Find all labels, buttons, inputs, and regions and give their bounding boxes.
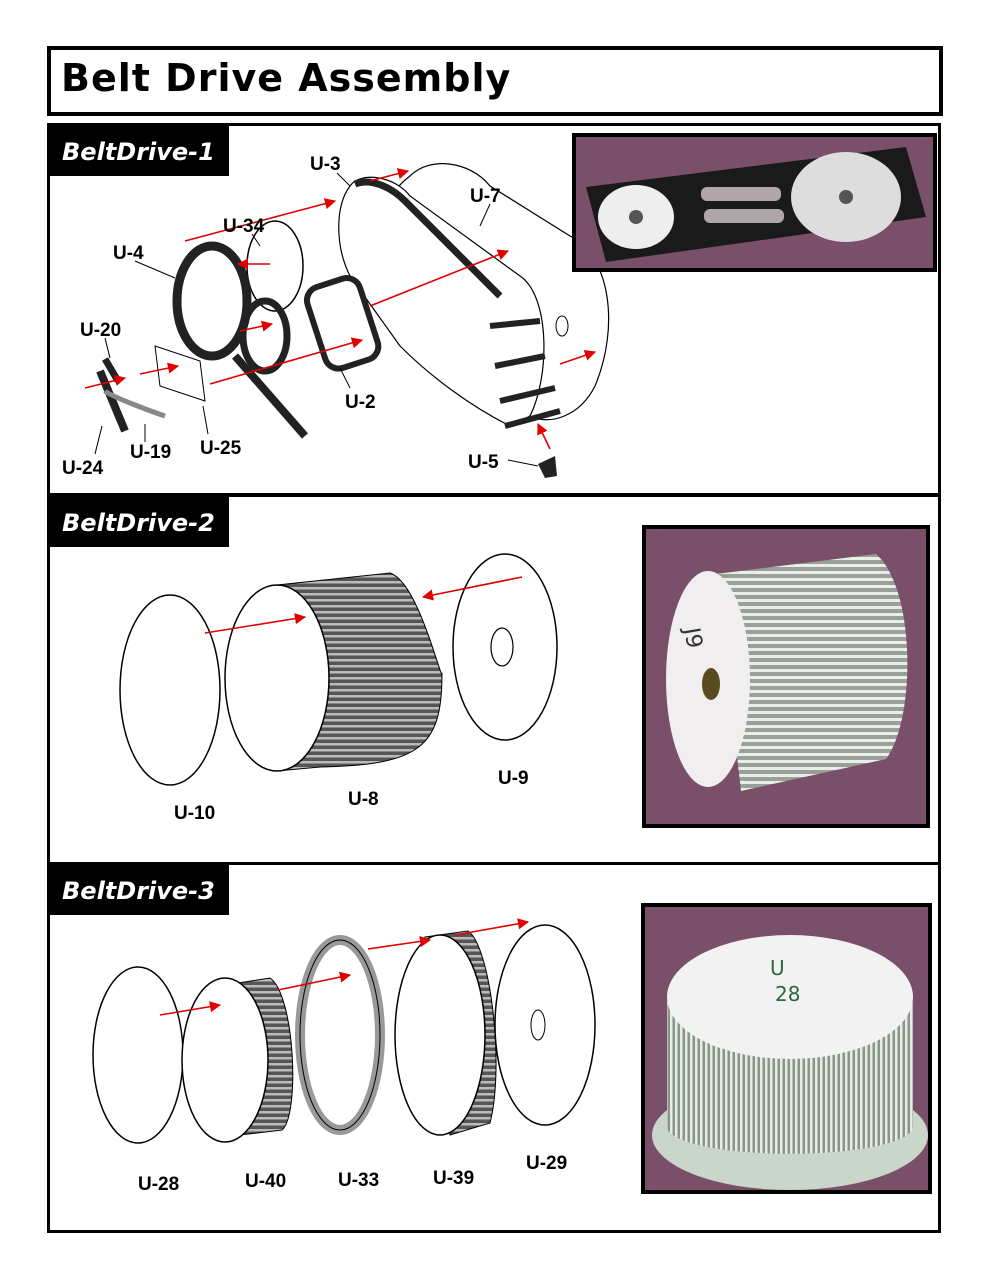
u4-small-ring: [239, 297, 291, 375]
label-u9: U-9: [498, 768, 529, 789]
u9-hole: [490, 627, 514, 667]
u29-hole: [530, 1009, 546, 1041]
u4-arm: [231, 353, 309, 439]
label-u2: U-2: [345, 392, 376, 413]
section-label-beltdrive-3: BeltDrive-3: [50, 865, 229, 915]
u33-ring-outline: [299, 939, 381, 1131]
label-u39: U-39: [433, 1168, 474, 1189]
u39-face: [394, 934, 486, 1136]
panel-beltdrive-3: U-28 U-40 U-33 U-39 U-29 BeltDrive-3 U 2…: [47, 862, 941, 1233]
title-box: Belt Drive Assembly: [47, 46, 943, 116]
panel-beltdrive-1: U-3 U-7 U-34 U-4 U-20 U-2 U-25 U-19 U-24…: [47, 123, 941, 496]
label-u10: U-10: [174, 803, 215, 824]
u33-ring: [295, 935, 385, 1135]
u3-ribs: [489, 318, 561, 429]
u7-hole: [555, 315, 569, 337]
section-label-beltdrive-2: BeltDrive-2: [50, 497, 229, 547]
photo-beltdrive-1: [572, 133, 937, 272]
label-u5: U-5: [468, 452, 499, 473]
section-label-beltdrive-1: BeltDrive-1: [50, 126, 229, 176]
u5-part: [538, 456, 557, 478]
label-u4: U-4: [113, 243, 144, 264]
photo-beltdrive-2: J9: [642, 525, 930, 828]
label-u24: U-24: [62, 458, 104, 479]
u19-part: [103, 388, 166, 419]
label-u28: U-28: [138, 1174, 179, 1195]
photo-marking-28: 28: [775, 982, 800, 1006]
photo-marking-u: U: [770, 956, 785, 980]
u3-edge: [353, 178, 503, 299]
label-u40: U-40: [245, 1171, 286, 1192]
label-u7: U-7: [470, 186, 501, 207]
label-u19: U-19: [130, 442, 171, 463]
u10-disc: [119, 594, 221, 786]
u8-drum-face: [224, 584, 330, 772]
label-u20: U-20: [80, 320, 121, 341]
beltdrive-3-diagram: U-28 U-40 U-33 U-39 U-29: [92, 918, 596, 1195]
u28-disc: [92, 966, 184, 1144]
photo-beltdrive-3: U 28: [641, 903, 932, 1194]
label-u25: U-25: [200, 438, 242, 459]
label-u8: U-8: [348, 789, 379, 810]
label-u29: U-29: [526, 1153, 567, 1174]
label-u33: U-33: [338, 1170, 379, 1191]
u24-part: [96, 369, 129, 433]
u25-part: [154, 345, 206, 402]
label-u3: U-3: [310, 154, 341, 175]
page-title: Belt Drive Assembly: [61, 56, 512, 100]
label-u34: U-34: [223, 216, 265, 237]
panel-beltdrive-2: U-10 U-8 U-9 BeltDrive-2 J9: [47, 494, 941, 865]
u4-ring: [172, 241, 252, 361]
beltdrive-2-diagram: U-10 U-8 U-9: [119, 553, 558, 824]
beltdrive-1-diagram: U-3 U-7 U-34 U-4 U-20 U-2 U-25 U-19 U-24…: [62, 154, 610, 479]
u40-drum-face: [181, 977, 269, 1143]
